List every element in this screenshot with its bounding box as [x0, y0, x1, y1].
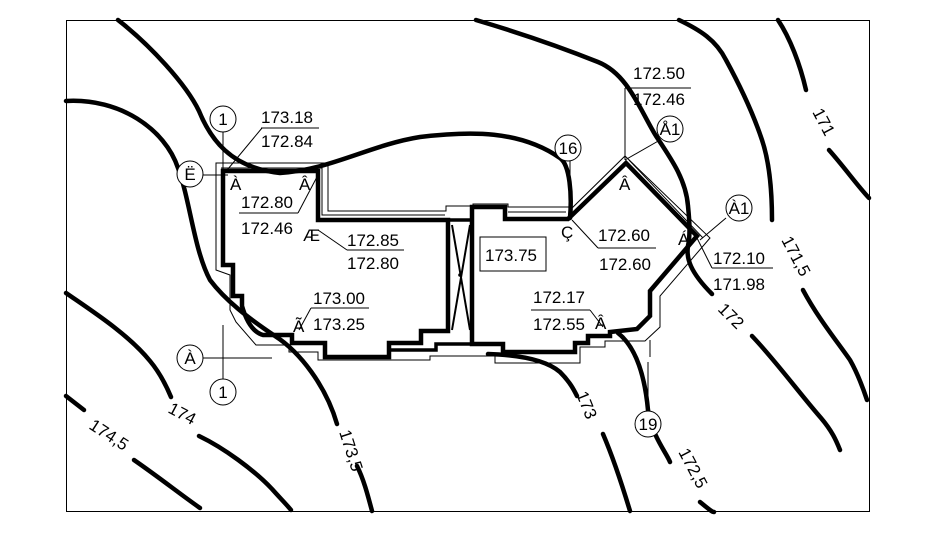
- contour-line-173-5: [63, 98, 340, 427]
- elevation-ne-top: 172.50: [633, 64, 685, 83]
- elevation-w-inner-top: 172.80: [241, 193, 293, 212]
- axis-19-label: 19: [639, 415, 658, 434]
- contour-line-172-5-b: [615, 330, 673, 465]
- contour-line-173-b: [485, 351, 580, 399]
- contour-label-172: 172: [714, 299, 747, 332]
- point-labels: À Â Æ Ã Ç Â Á Â: [230, 175, 690, 336]
- contour-label-171-5: 171,5: [777, 233, 814, 279]
- west-wing-wall: [220, 168, 451, 360]
- elevation-south-left-bottom: 173.25: [313, 315, 365, 334]
- elevation-center-left-top: 172.85: [347, 231, 399, 250]
- drawing-frame: [66, 20, 870, 512]
- axis-lines: [203, 87, 727, 412]
- axis-a-label: À: [184, 349, 196, 368]
- contour-line-171-5: [775, 17, 809, 93]
- contour-line-174-5: [131, 457, 203, 511]
- elevation-w-inner-bottom: 172.46: [241, 219, 293, 238]
- contour-line-174: [63, 290, 174, 400]
- contour-label-173-5: 173,5: [335, 427, 366, 473]
- point-label-ae: Æ: [303, 226, 320, 245]
- floor-elevation-box: [479, 236, 547, 272]
- contour-label-171: 171: [808, 105, 838, 139]
- elevation-east-corner-bottom: 171.98: [713, 275, 765, 294]
- building-walls: [220, 159, 701, 360]
- contour-line-172-5-c: [697, 499, 717, 515]
- axis-a1-ne-label: Å1: [660, 120, 681, 139]
- elevation-nw-bottom: 172.84: [261, 132, 313, 151]
- elevation-south-right-bottom: 172.55: [533, 315, 585, 334]
- stair-line: [451, 224, 471, 331]
- point-label-south: Â: [595, 314, 607, 333]
- elevation-south-right-top: 172.17: [533, 288, 585, 307]
- stair-center-dot: [458, 273, 462, 277]
- contour-line-173-5: [354, 463, 375, 514]
- point-label-east: Á: [678, 230, 690, 249]
- axis-e-label: Ë: [184, 165, 195, 184]
- point-label-top: Â: [619, 175, 631, 194]
- contour-line-171: [826, 147, 872, 201]
- contour-line-173-c: [600, 431, 633, 514]
- elevation-labels: 173.18 172.84 172.80 172.46 172.85 172.8…: [241, 64, 765, 334]
- contour-line-172-b: [749, 333, 843, 453]
- contour-label-173: 173: [572, 388, 600, 421]
- point-label-nw: À: [230, 175, 242, 194]
- elevation-east-mid-top: 172.60: [598, 226, 650, 245]
- elevation-center-left-bottom: 172.80: [347, 254, 399, 273]
- point-label-ac: Ã: [293, 317, 305, 336]
- elevation-south-left-top: 173.00: [313, 289, 365, 308]
- axis-a1-e-label: À1: [729, 199, 750, 218]
- point-label-n: Â: [299, 175, 311, 194]
- contour-line-171-5-b: [800, 287, 870, 403]
- axis-16-label: 16: [559, 139, 578, 158]
- elevation-nw-top: 173.18: [261, 108, 313, 127]
- contour-line-174-5: [63, 393, 87, 413]
- floor-elevation: 173.75: [485, 246, 537, 265]
- contour-line-172: [676, 17, 775, 223]
- axis-1-top-label: 1: [218, 110, 227, 129]
- contour-line-174: [196, 433, 294, 513]
- contour-labels: 174,5 174 173,5 173 172,5 172 171,5 171: [86, 105, 839, 491]
- link-wall-bottom: [387, 342, 472, 357]
- elevation-east-corner-top: 172.10: [713, 249, 765, 268]
- elevation-east-mid-bottom: 172.60: [599, 255, 651, 274]
- point-label-c: Ç: [561, 223, 573, 242]
- elevation-leaders: [222, 127, 773, 331]
- axis-bubbles: 1 1 Ë À 16 19 Å1 À1: [176, 105, 753, 438]
- elevation-ne-bottom: 172.46: [633, 90, 685, 109]
- east-wing-wall: [469, 159, 701, 355]
- axis-1-bottom-label: 1: [218, 383, 227, 402]
- contour-label-174-5: 174,5: [86, 415, 132, 454]
- contour-label-174: 174: [165, 399, 199, 429]
- contour-label-172-5: 172,5: [674, 445, 711, 491]
